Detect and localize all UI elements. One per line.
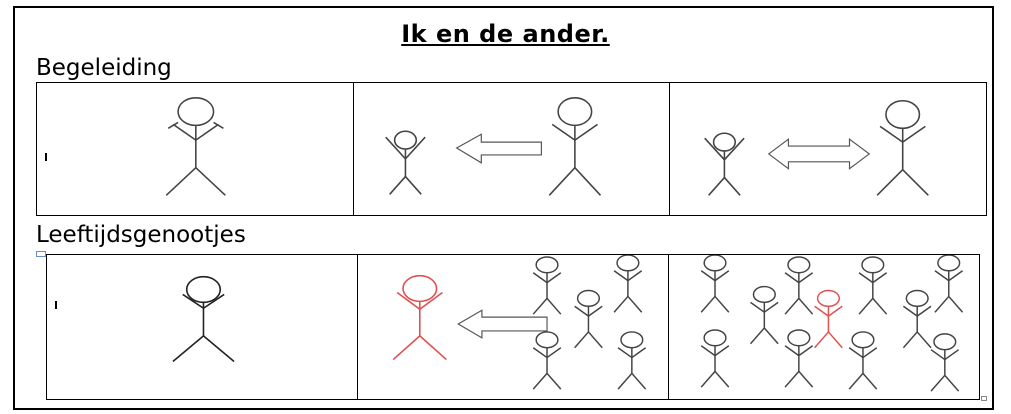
section-label-leeftijdsgenootjes: Leeftijdsgenootjes bbox=[36, 222, 246, 248]
cell-mutual bbox=[670, 83, 986, 215]
table-begeleiding bbox=[36, 82, 987, 216]
stick-figure-icon bbox=[784, 256, 814, 315]
table-leeftijdsgenootjes bbox=[46, 254, 980, 400]
cursor-marker bbox=[45, 153, 47, 161]
arrow-left-icon bbox=[455, 133, 542, 164]
stick-figure-icon bbox=[613, 255, 643, 313]
page-title: Ik en de ander. bbox=[401, 20, 610, 48]
stick-figure-icon bbox=[934, 255, 964, 313]
stick-figure-icon bbox=[700, 255, 964, 392]
stick-figure-icon bbox=[574, 289, 603, 349]
stick-figure-icon bbox=[532, 331, 562, 390]
stick-figure-icon bbox=[749, 285, 779, 345]
table-anchor-icon bbox=[36, 251, 46, 257]
stick-figure-icon bbox=[814, 289, 843, 349]
stick-figure-icon bbox=[617, 331, 647, 390]
stick-figure-icon bbox=[858, 256, 888, 315]
cell-receiving bbox=[354, 83, 671, 215]
stick-figure-icon bbox=[384, 96, 601, 196]
cell-self bbox=[37, 83, 354, 215]
cell-self-peer bbox=[47, 255, 358, 399]
page-frame bbox=[13, 6, 994, 410]
cell-peer-receiving bbox=[358, 255, 669, 399]
stick-figure-icon bbox=[704, 99, 930, 196]
stick-figure-icon bbox=[848, 331, 878, 390]
stick-figure-icon bbox=[392, 255, 647, 390]
section-label-begeleiding: Begeleiding bbox=[36, 55, 172, 81]
stick-figure-icon bbox=[930, 333, 960, 392]
stick-figure-icon bbox=[532, 256, 562, 315]
resize-handle-icon bbox=[981, 396, 987, 401]
arrow-left-icon bbox=[457, 309, 548, 339]
stick-figure-icon bbox=[902, 289, 932, 349]
cursor-marker bbox=[55, 301, 57, 309]
stick-figure-icon bbox=[700, 255, 730, 313]
stick-figure-icon bbox=[784, 329, 814, 388]
stick-figure-icon bbox=[172, 275, 235, 363]
double-arrow-icon bbox=[768, 137, 871, 170]
stick-figure-icon bbox=[165, 96, 226, 196]
stick-figure-icon bbox=[700, 329, 730, 388]
cell-peer-mutual bbox=[669, 255, 979, 399]
